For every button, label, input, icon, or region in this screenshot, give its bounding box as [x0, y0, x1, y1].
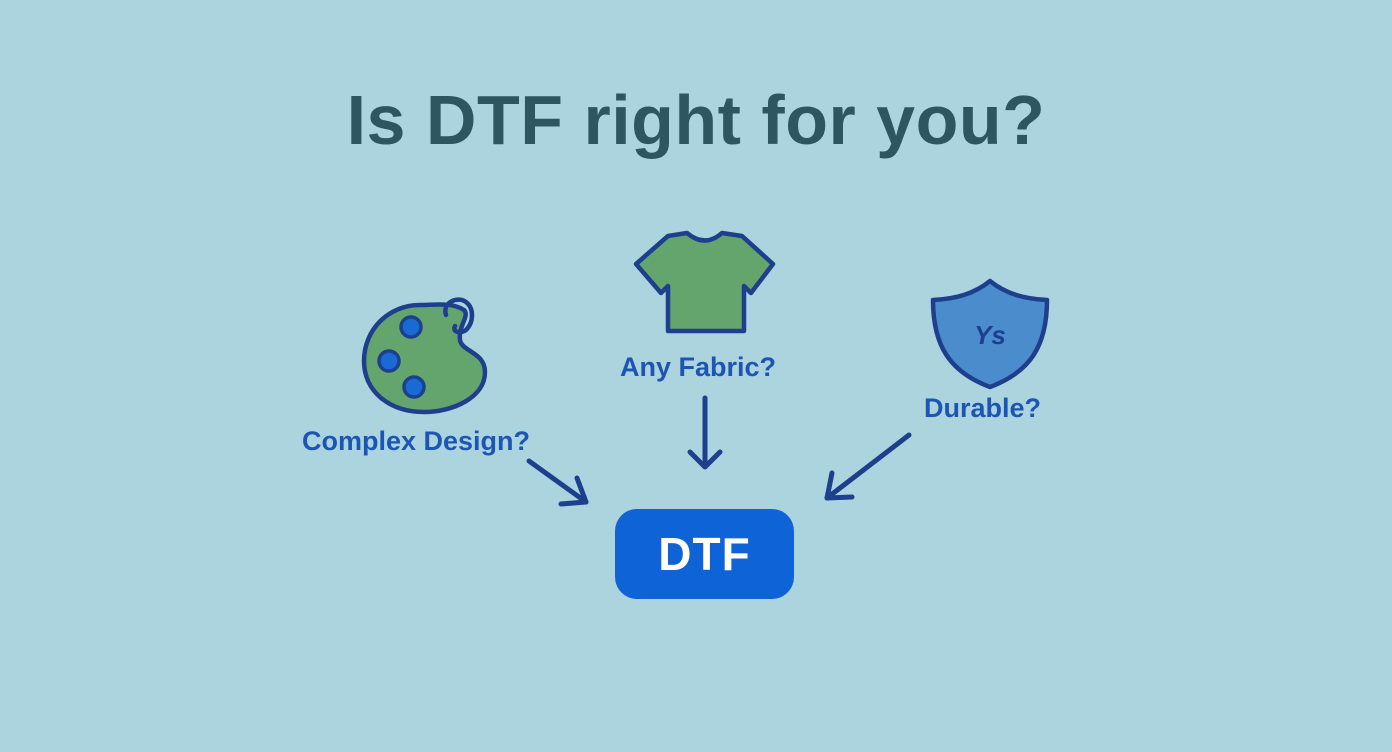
palette-dot [402, 375, 426, 399]
palette-dot [377, 349, 401, 373]
arrow-design-to-dtf [526, 458, 589, 507]
complex-design-label: Complex Design? [302, 426, 531, 456]
t-shirt-icon [633, 230, 776, 334]
palette-icon [361, 297, 488, 415]
dtf-target-box: DTF [615, 509, 794, 599]
page-title: Is DTF right for you? [346, 81, 1046, 159]
arrow-fabric-to-dtf [687, 395, 723, 470]
dtf-label: DTF [658, 528, 751, 580]
palette-dot [399, 315, 423, 339]
any-fabric-label: Any Fabric? [620, 352, 777, 382]
durable-label: Durable? [924, 393, 1042, 423]
shield-icon: Ys [930, 278, 1050, 390]
arrow-durable-to-dtf [824, 432, 912, 501]
shield-text: Ys [974, 320, 1006, 350]
